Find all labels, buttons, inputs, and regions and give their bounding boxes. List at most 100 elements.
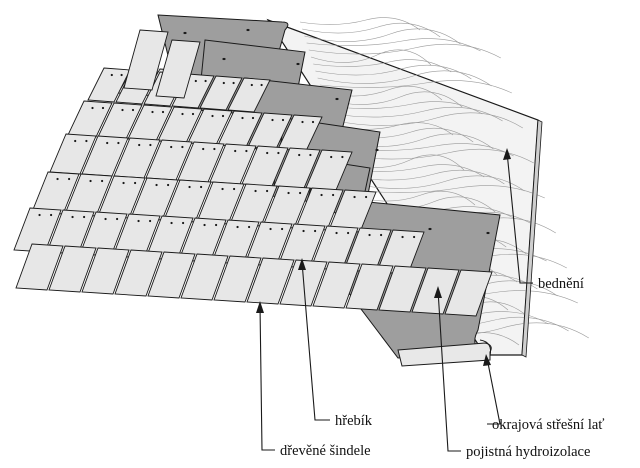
- nail-dot: [347, 231, 350, 235]
- nail-dot: [335, 231, 338, 235]
- nail-dot: [149, 143, 152, 147]
- nail-dot: [149, 219, 152, 223]
- nail-dot: [68, 177, 71, 181]
- wood-grain-line: [352, 185, 545, 199]
- wood-grain-line: [330, 112, 523, 129]
- nail-dot: [266, 189, 269, 193]
- membrane-nail-marks: [183, 28, 490, 235]
- wood-grain-line: [310, 49, 432, 66]
- nail-dot: [241, 116, 244, 120]
- wood-grain-line: [306, 38, 481, 52]
- wood-shingles: [13, 29, 493, 317]
- nail-dot: [200, 185, 203, 189]
- nail-dot: [365, 195, 368, 199]
- nail-dot: [269, 227, 272, 231]
- edge-batten-label: okrajová střešní lať: [492, 417, 605, 433]
- nail-dot: [232, 81, 235, 85]
- underlayment-label: pojistná hydroizolace: [466, 444, 590, 460]
- nail-dot: [309, 153, 312, 157]
- nail-label: hřebík: [335, 413, 373, 429]
- wood-shingle: [155, 39, 201, 99]
- wood-shingle: [48, 245, 97, 293]
- leader-lines: [259, 151, 533, 452]
- nail-dot: [170, 221, 173, 225]
- nail-dot: [413, 235, 416, 239]
- nail-dot: [254, 189, 257, 193]
- nail-dot: [188, 185, 191, 189]
- wood-shingle: [411, 267, 460, 315]
- nail-dot: [181, 112, 184, 116]
- nail-dot: [120, 73, 123, 77]
- wood-grain-line: [326, 101, 483, 115]
- wood-grain-line: [299, 17, 421, 31]
- nail-dot: [277, 151, 280, 155]
- nail-dot: [330, 155, 333, 159]
- wood-shingle: [87, 67, 131, 103]
- nail-dot: [151, 110, 154, 114]
- nail-dot: [368, 233, 371, 237]
- nail-dot: [271, 118, 274, 122]
- nail-dot: [203, 223, 206, 227]
- nail-dot: [221, 187, 224, 191]
- nail-dot: [299, 191, 302, 195]
- nail-dot: [236, 225, 239, 229]
- nail-dot: [202, 147, 205, 151]
- wood-grain-line: [302, 22, 441, 38]
- nail-dot: [134, 181, 137, 185]
- leader-arrowheads: [256, 148, 511, 366]
- nail-dot: [101, 179, 104, 183]
- nail-dot: [298, 153, 301, 157]
- nail-dot: [131, 108, 135, 112]
- nail-dot: [245, 149, 248, 153]
- wood-shingle: [444, 269, 493, 317]
- nail-dot: [204, 79, 207, 83]
- wood-shingles-label: dřevěné šindele: [280, 443, 371, 459]
- nail-dot: [167, 183, 170, 187]
- wood-shingle: [180, 253, 229, 301]
- nail-dot: [353, 195, 356, 199]
- wood-grain-line: [304, 28, 461, 45]
- nail-dot: [110, 73, 113, 77]
- nail-dot: [116, 217, 119, 221]
- nail-dot: [266, 151, 269, 155]
- nail-dot: [89, 179, 92, 183]
- wood-shingle: [123, 29, 169, 91]
- wood-shingle: [213, 255, 262, 303]
- wood-grain-line: [319, 80, 512, 94]
- nail-dot: [211, 114, 214, 118]
- nail-dot: [101, 106, 105, 110]
- wood-shingle: [114, 249, 163, 297]
- wood-grain-line: [354, 190, 476, 206]
- nail-dot: [170, 145, 173, 149]
- wood-grain-line: [313, 59, 452, 73]
- nail-dot: [380, 233, 383, 237]
- nail-dot: [222, 81, 225, 85]
- nail-dot: [85, 139, 88, 143]
- sheathing-label: bednění: [538, 276, 584, 292]
- wood-grain-line: [315, 64, 472, 80]
- nail-dot: [234, 149, 237, 153]
- nail-dot: [233, 187, 236, 191]
- nail-dot: [56, 177, 59, 181]
- wood-grain-line: [317, 70, 492, 87]
- nail-dot: [332, 193, 335, 197]
- nail-dot: [213, 147, 216, 151]
- nail-dot: [121, 108, 124, 112]
- nail-dot: [341, 155, 344, 159]
- nail-dot: [38, 213, 41, 217]
- nail-dot: [194, 79, 197, 83]
- nail-dot: [320, 193, 323, 197]
- nail-dot: [311, 120, 315, 124]
- wood-shingle: [312, 261, 361, 309]
- nail-dot: [155, 183, 158, 187]
- nail-dot: [83, 215, 86, 219]
- wood-shingle: [15, 243, 64, 291]
- nail-dot: [287, 191, 290, 195]
- nail-dot: [314, 229, 317, 233]
- edge-batten: [397, 339, 492, 367]
- nail-dot: [106, 141, 109, 145]
- wood-grain-line: [308, 43, 501, 59]
- nail-dot: [281, 227, 284, 231]
- wood-shingle: [147, 251, 196, 299]
- nail-dot: [301, 120, 304, 124]
